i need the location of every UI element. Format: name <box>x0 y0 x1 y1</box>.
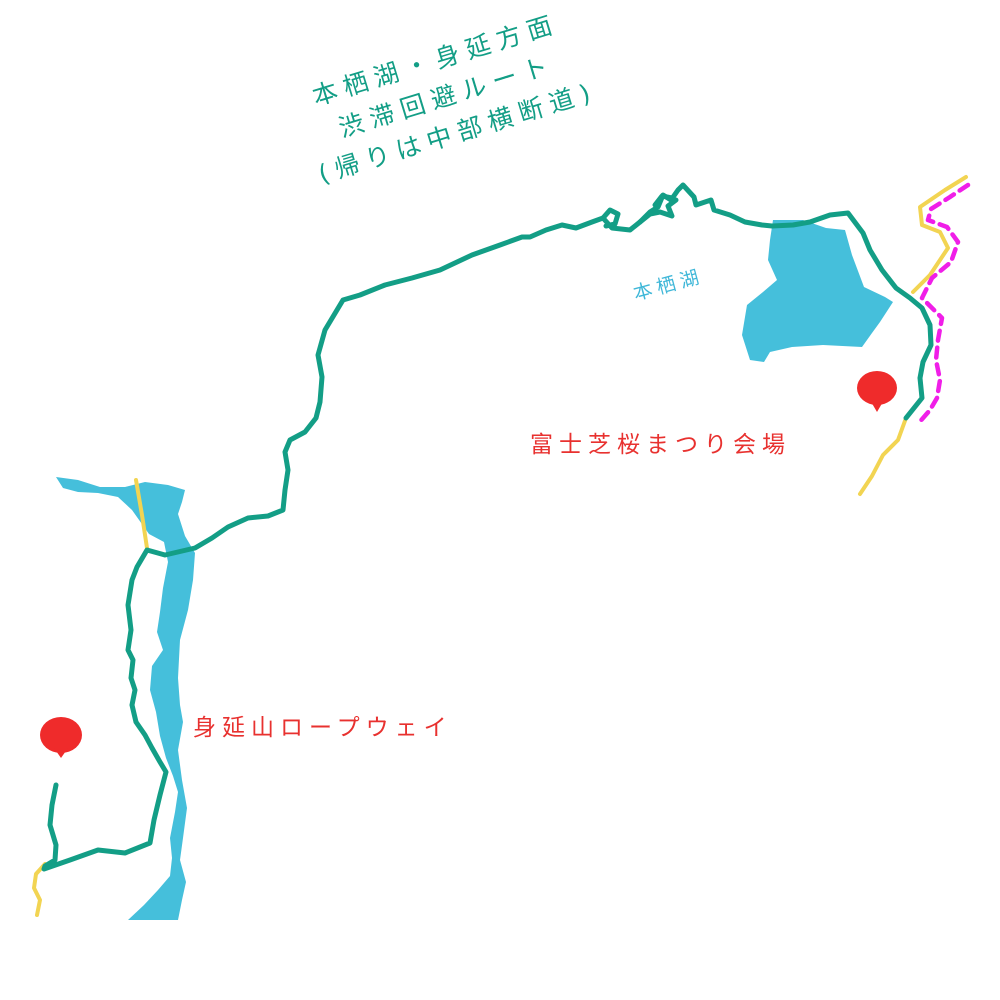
minobu-ropeway-label[interactable]: 身延山ロープウェイ <box>193 715 453 741</box>
road-magenta-dashed <box>914 182 971 428</box>
road-yellow-bridge <box>134 478 149 550</box>
fuji-river <box>56 477 195 920</box>
route-switchback <box>600 193 679 229</box>
lake-motosu <box>742 220 893 362</box>
route-main <box>41 182 934 872</box>
map-pin-icon[interactable] <box>40 717 82 758</box>
road-yellow-east <box>911 175 968 294</box>
sakura-festival-label[interactable]: 富士芝桜まつり会場 <box>530 432 791 458</box>
road-yellow-southwest <box>32 862 47 917</box>
map-pin-icon[interactable] <box>857 371 897 412</box>
road-yellow-south <box>858 416 908 496</box>
